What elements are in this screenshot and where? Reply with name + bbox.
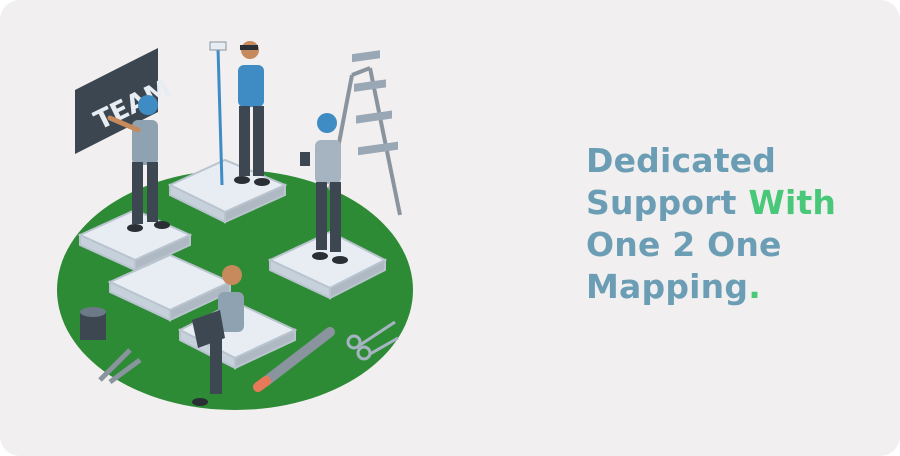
person-with-tablet (300, 113, 348, 264)
headline-text: Support (586, 183, 737, 222)
headline-accent-text: With (748, 183, 837, 222)
person-holding-sign (107, 95, 170, 232)
headline-line-1: Dedicated (586, 140, 886, 182)
puzzle-piece (134, 233, 191, 272)
puzzle-piece (234, 328, 296, 370)
headline-accent-text: . (748, 267, 761, 306)
headline: Dedicated Support With One 2 One Mapping… (586, 140, 886, 308)
headline-line-3: One 2 One (586, 224, 886, 266)
paint-bucket (80, 307, 106, 340)
team-sign: TEAM (75, 48, 176, 154)
puzzle-piece (224, 183, 286, 224)
headline-line-4: Mapping. (586, 266, 886, 308)
person-with-pole (209, 41, 270, 186)
team-puzzle-illustration: TEAM (57, 41, 413, 410)
headline-text: One 2 One (586, 225, 782, 264)
scissors (346, 320, 399, 361)
person-with-laptop (192, 265, 244, 406)
headline-text: Mapping (586, 267, 749, 306)
tools (98, 348, 142, 385)
headline-text: Dedicated (586, 141, 777, 180)
pencil (253, 327, 335, 392)
headline-line-2: Support With (586, 182, 886, 224)
puzzle-piece (329, 258, 386, 300)
